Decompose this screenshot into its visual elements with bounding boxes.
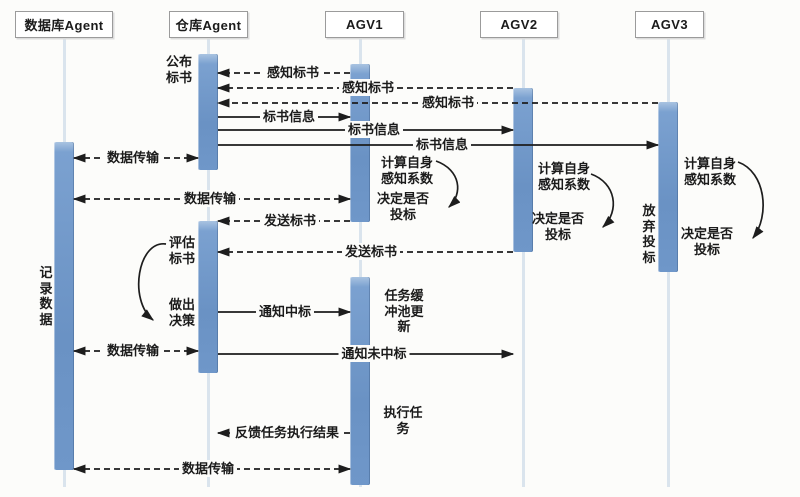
message-label: 通知未中标 (338, 345, 410, 362)
note-line: 公布 (165, 54, 193, 69)
note-line: 评估 (168, 235, 196, 250)
agv2-think-arrow (590, 173, 615, 228)
agv3-think-arrow (737, 161, 764, 240)
message-label: 发送标书 (341, 243, 401, 260)
actor-box-wh: 仓库Agent (169, 11, 248, 38)
note-line: 计算自身 (380, 155, 434, 170)
message-label: 数据传输 (103, 342, 163, 359)
note-line: 任务缓 (384, 288, 424, 303)
note-line: 感知系数 (537, 176, 591, 192)
note-line: 投标 (544, 226, 572, 242)
note-record-data: 记录数据 (39, 265, 52, 327)
activation-bar-wh (198, 221, 218, 373)
activation-bar-agv1 (350, 277, 370, 485)
note-task-buffer-update: 任务缓冲池更新 (384, 288, 423, 335)
note-line: 感知系数 (380, 170, 434, 186)
message-label: 感知标书 (263, 64, 323, 81)
note-give-up-bid: 放弃投标 (642, 203, 655, 265)
activation-bar-agv2 (513, 88, 533, 252)
note-evaluate-tender: 评估标书 (169, 235, 195, 266)
note-line: 做出 (168, 297, 196, 312)
actor-box-agv2: AGV2 (480, 11, 558, 38)
note-line: 投标 (389, 206, 417, 222)
note-agv3-calc-coeff: 计算自身感知系数 (684, 156, 736, 187)
note-execute-task: 执行任务 (383, 405, 422, 436)
activation-bar-wh (198, 54, 218, 170)
message-label: 数据传输 (103, 149, 163, 166)
actor-box-db: 数据库Agent (15, 11, 113, 38)
note-line: 计算自身 (537, 161, 591, 176)
note-line: 冲池更 (384, 303, 424, 319)
note-make-decision: 做出决策 (169, 297, 195, 328)
actor-box-agv3: AGV3 (635, 11, 704, 38)
actor-box-agv1: AGV1 (325, 11, 404, 38)
note-line: 标书 (165, 69, 193, 85)
note-line: 录 (39, 280, 53, 296)
message-label: 反馈任务执行结果 (231, 424, 343, 441)
note-line: 决定是否 (680, 226, 734, 241)
lifeline-agv1 (358, 39, 362, 487)
note-line: 标书 (168, 250, 196, 266)
note-line: 计算自身 (683, 156, 737, 171)
note-line: 据 (39, 311, 53, 327)
note-line: 执行任 (383, 405, 423, 420)
note-line: 决定是否 (531, 211, 585, 226)
lifeline-agv2 (521, 39, 525, 487)
note-line: 放 (642, 203, 656, 218)
note-line: 投标 (693, 241, 721, 257)
evaluate-to-decision-arrow (137, 243, 167, 321)
note-line: 记 (39, 265, 53, 280)
note-agv2-decide-bid: 决定是否投标 (532, 211, 584, 242)
note-line: 标 (642, 249, 656, 265)
note-line: 新 (397, 319, 411, 334)
note-agv1-calc-coeff: 计算自身感知系数 (381, 155, 433, 186)
message-label: 标书信息 (412, 136, 472, 153)
message-label: 标书信息 (259, 108, 319, 125)
message-label: 数据传输 (178, 460, 238, 477)
note-line: 感知系数 (683, 171, 737, 187)
message-label: 感知标书 (338, 79, 398, 96)
note-publish-tender: 公布标书 (166, 54, 192, 85)
note-line: 决定是否 (376, 191, 430, 206)
agv1-think-arrow (435, 160, 461, 208)
message-label: 感知标书 (418, 94, 478, 111)
note-line: 决策 (168, 312, 196, 328)
note-line: 弃 (642, 218, 656, 234)
activation-bar-agv3 (658, 102, 678, 272)
note-agv3-decide-bid: 决定是否投标 (681, 226, 733, 257)
message-label: 发送标书 (260, 212, 320, 229)
message-label: 数据传输 (180, 190, 240, 207)
note-line: 数 (39, 296, 53, 311)
note-agv2-calc-coeff: 计算自身感知系数 (538, 161, 590, 192)
message-label: 标书信息 (344, 121, 404, 138)
note-agv1-decide-bid: 决定是否投标 (377, 191, 429, 222)
message-label: 通知中标 (255, 303, 315, 320)
note-line: 投 (642, 234, 656, 249)
activation-bar-db (54, 142, 74, 470)
note-line: 务 (396, 420, 410, 436)
